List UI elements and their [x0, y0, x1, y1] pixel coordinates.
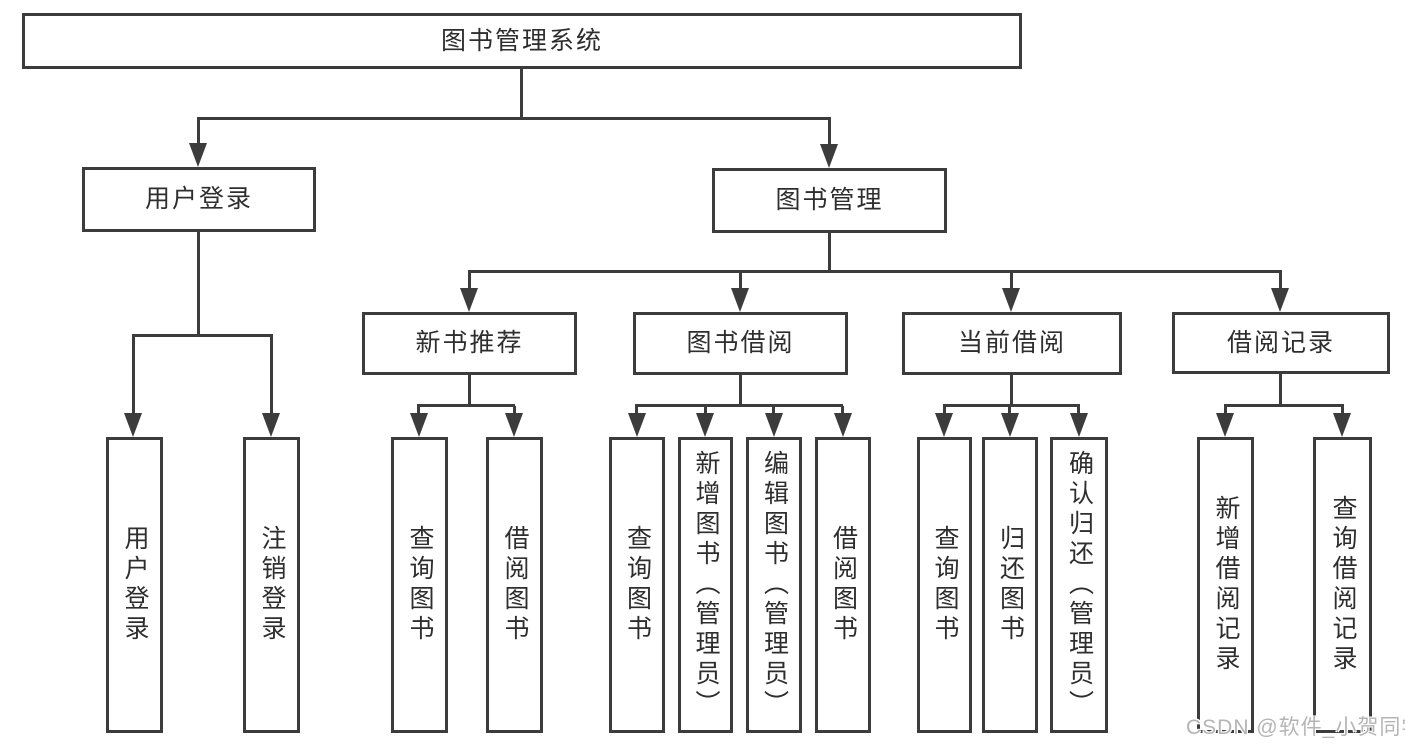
- connector-line: [772, 406, 775, 414]
- connector-line: [468, 375, 471, 406]
- leaf-user-login: 用户登录: [106, 437, 163, 733]
- leaf-add-borrow-record: 新增借阅记录: [1197, 437, 1254, 733]
- leaf-edit-book-admin: 编辑图书（管理员）: [746, 437, 802, 733]
- node-book-borrowing: 图书借阅: [633, 312, 848, 375]
- connector-line: [1224, 406, 1227, 414]
- leaf-return-book: 归还图书: [982, 437, 1038, 733]
- connector-line: [132, 336, 135, 413]
- connector-line: [1077, 406, 1080, 414]
- arrow-down-icon: [124, 413, 142, 437]
- arrow-down-icon: [731, 288, 749, 312]
- leaf-query-borrow-record: 查询借阅记录: [1313, 437, 1372, 733]
- arrow-down-icon: [1333, 413, 1351, 437]
- arrow-down-icon: [505, 413, 523, 437]
- connector-line: [1279, 272, 1282, 288]
- connector-line: [1341, 406, 1344, 414]
- leaf-query-books-2: 查询图书: [609, 437, 665, 733]
- leaf-logout: 注销登录: [243, 437, 300, 733]
- node-library-management-system: 图书管理系统: [22, 13, 1022, 69]
- connector-line: [417, 406, 420, 414]
- node-current-borrowing: 当前借阅: [902, 312, 1122, 375]
- arrow-down-icon: [834, 413, 852, 437]
- connector-line: [943, 406, 946, 414]
- leaf-confirm-return-admin: 确认归还（管理员）: [1050, 437, 1108, 733]
- connector-line: [132, 334, 273, 337]
- arrow-down-icon: [820, 144, 838, 168]
- connector-line: [468, 272, 471, 288]
- leaf-query-books-3: 查询图书: [917, 437, 972, 733]
- arrow-down-icon: [628, 413, 646, 437]
- node-user-login: 用户登录: [82, 167, 316, 232]
- arrow-down-icon: [696, 413, 714, 437]
- arrow-down-icon: [262, 413, 280, 437]
- arrow-down-icon: [189, 143, 207, 167]
- node-borrowing-records: 借阅记录: [1172, 312, 1390, 374]
- connector-line: [739, 272, 742, 288]
- node-new-book-recommendation: 新书推荐: [362, 312, 577, 375]
- connector-line: [520, 69, 523, 119]
- connector-line: [468, 270, 1282, 273]
- leaf-add-book-admin: 新增图书（管理员）: [678, 437, 733, 733]
- arrow-down-icon: [1271, 288, 1289, 312]
- arrow-down-icon: [1002, 288, 1020, 312]
- connector-line: [197, 119, 200, 145]
- connector-line: [1279, 373, 1282, 406]
- connector-line: [513, 406, 516, 414]
- connector-line: [1010, 272, 1013, 288]
- node-book-management: 图书管理: [712, 168, 947, 233]
- connector-line: [828, 119, 831, 146]
- arrow-down-icon: [460, 288, 478, 312]
- leaf-query-books-1: 查询图书: [391, 437, 448, 733]
- connector-line: [197, 232, 200, 336]
- connector-line: [704, 406, 707, 414]
- arrow-down-icon: [1216, 413, 1234, 437]
- connector-line: [841, 406, 844, 414]
- connector-line: [1224, 404, 1344, 407]
- connector-line: [1010, 375, 1013, 406]
- leaf-borrow-books-1: 借阅图书: [486, 437, 543, 733]
- connector-line: [417, 404, 515, 407]
- connector-line: [635, 406, 638, 414]
- arrow-down-icon: [935, 413, 953, 437]
- leaf-borrow-books-2: 借阅图书: [815, 437, 871, 733]
- arrow-down-icon: [1001, 413, 1019, 437]
- connector-line: [943, 404, 1080, 407]
- connector-line: [1008, 406, 1011, 414]
- arrow-down-icon: [410, 413, 428, 437]
- connector-line: [270, 336, 273, 413]
- connector-line: [635, 404, 843, 407]
- arrow-down-icon: [765, 413, 783, 437]
- connector-line: [828, 233, 831, 272]
- arrow-down-icon: [1070, 413, 1088, 437]
- connector-line: [739, 375, 742, 406]
- connector-line: [197, 117, 831, 120]
- csdn-watermark: CSDN @软件_小贺同学: [1186, 716, 1405, 739]
